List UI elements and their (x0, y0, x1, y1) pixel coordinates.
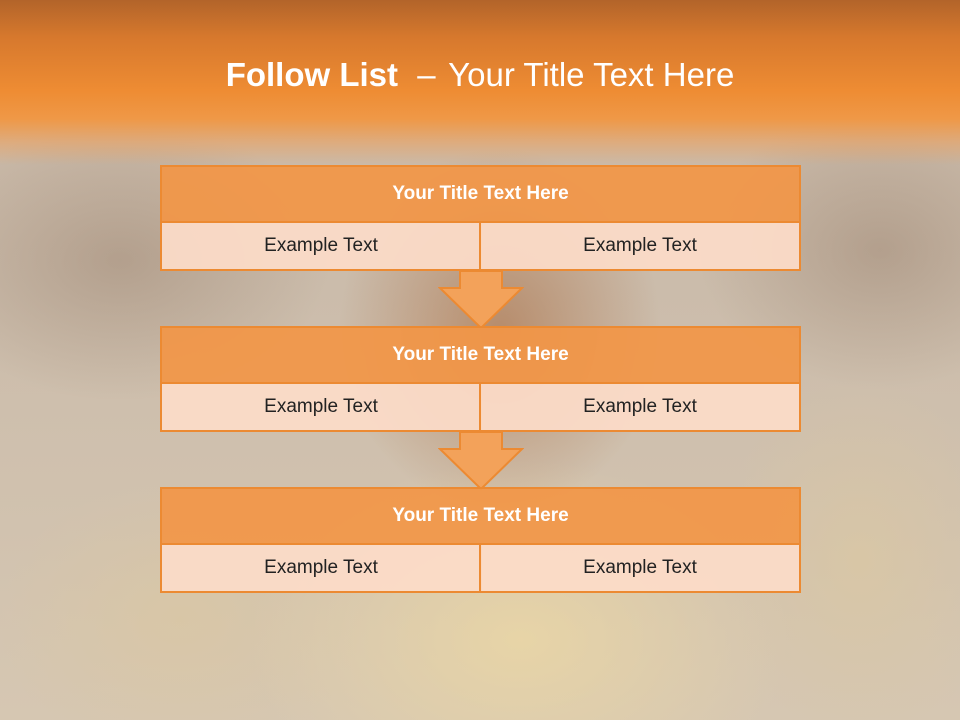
down-arrow-icon (438, 270, 524, 330)
step-cell-left: Example Text (160, 221, 482, 271)
step-title: Your Title Text Here (160, 326, 801, 384)
page-title-bold: Follow List (225, 56, 399, 93)
step-cell-right: Example Text (479, 543, 801, 593)
page-title-rest: Your Title Text Here (448, 56, 735, 93)
step-block: Your Title Text Here Example Text Exampl… (160, 487, 801, 593)
page-title-separator: – (417, 56, 436, 93)
header-band (0, 0, 960, 165)
step-cell-right: Example Text (479, 221, 801, 271)
step-cell-left: Example Text (160, 543, 482, 593)
step-cell-left: Example Text (160, 382, 482, 432)
down-arrow-icon (438, 431, 524, 491)
step-title: Your Title Text Here (160, 487, 801, 545)
step-cell-right: Example Text (479, 382, 801, 432)
page-title: Follow List – Your Title Text Here (0, 52, 960, 98)
step-block: Your Title Text Here Example Text Exampl… (160, 326, 801, 432)
step-block: Your Title Text Here Example Text Exampl… (160, 165, 801, 271)
step-title: Your Title Text Here (160, 165, 801, 223)
